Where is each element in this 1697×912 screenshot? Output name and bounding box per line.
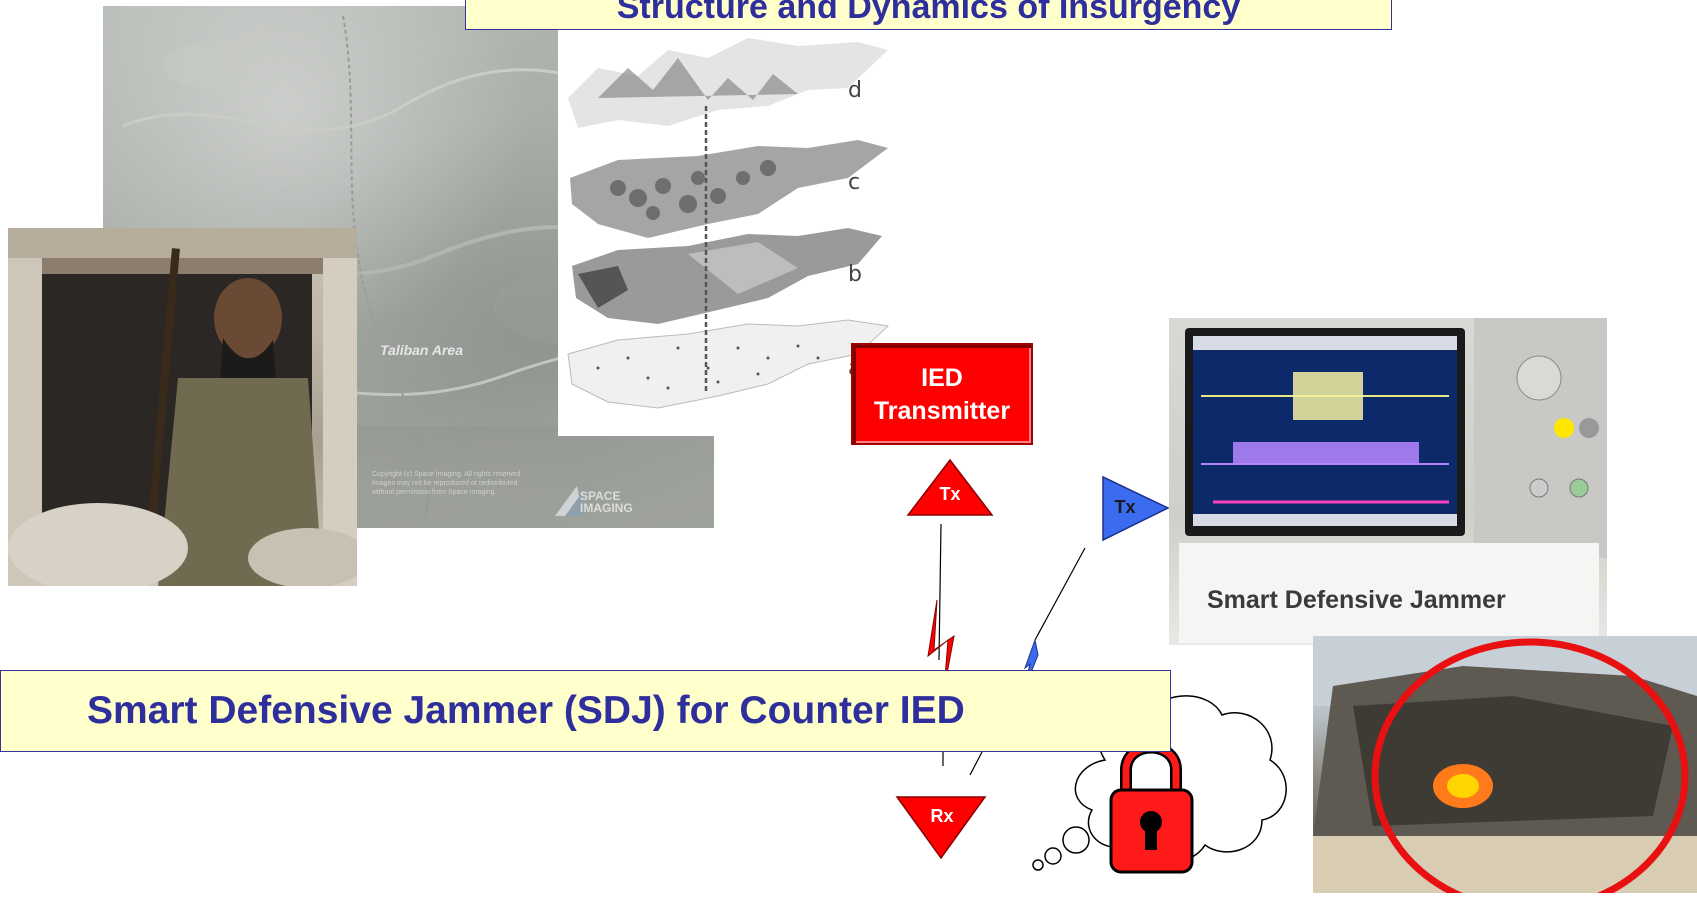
oscilloscope-display bbox=[1193, 336, 1457, 526]
fighter-photo bbox=[8, 228, 357, 586]
oscilloscope-photo: Smart Defensive Jammer bbox=[1169, 318, 1607, 645]
rx-label: Rx bbox=[930, 806, 954, 826]
wreck-scene bbox=[1313, 636, 1697, 893]
jam-signal-line-lower bbox=[969, 751, 983, 776]
ied-label-line1: IED bbox=[921, 364, 963, 392]
ied-label-line2: Transmitter bbox=[873, 397, 1011, 425]
target-circle-icon bbox=[1371, 638, 1689, 893]
satellite-copyright: Copyright (c) Space Imaging. All rights … bbox=[372, 471, 523, 496]
oscilloscope-screen bbox=[1185, 328, 1465, 536]
logo-line-2: IMAGING bbox=[580, 501, 633, 515]
rx-red-triangle-icon bbox=[895, 796, 987, 860]
tx-signal-line bbox=[938, 523, 942, 661]
layer-label-c: c bbox=[848, 170, 861, 195]
padlock-icon bbox=[1109, 741, 1194, 874]
sdj-banner: Smart Defensive Jammer (SDJ) for Counter… bbox=[0, 670, 1171, 752]
ied-transmitter-box: IED Transmitter bbox=[851, 343, 1033, 445]
layer-label-b: b bbox=[848, 262, 862, 287]
taliban-area-label: Taliban Area bbox=[380, 342, 463, 358]
fighter-scene bbox=[8, 228, 357, 586]
page-title: Structure and Dynamics of Insurgency bbox=[465, 0, 1392, 30]
tx-blue-label: Tx bbox=[1114, 497, 1136, 517]
logo-line-1: SPACE bbox=[580, 489, 621, 503]
jam-signal-line bbox=[1034, 547, 1086, 641]
map-layers-graphic bbox=[567, 38, 890, 409]
waveform-traces bbox=[1193, 336, 1457, 526]
space-imaging-logo-icon bbox=[555, 486, 585, 516]
oscilloscope-controls bbox=[1179, 318, 1607, 643]
wrecked-vehicle-photo bbox=[1313, 636, 1697, 893]
tx-blue-triangle-icon bbox=[1102, 475, 1170, 542]
space-imaging-text: SPACE IMAGING bbox=[580, 490, 633, 514]
layer-label-d: d bbox=[848, 78, 862, 103]
layered-map-diagram: d c b a bbox=[558, 28, 896, 436]
tx-red-label: Tx bbox=[939, 484, 961, 504]
tx-red-triangle-icon bbox=[906, 458, 994, 516]
jammer-caption: Smart Defensive Jammer bbox=[1207, 586, 1506, 614]
